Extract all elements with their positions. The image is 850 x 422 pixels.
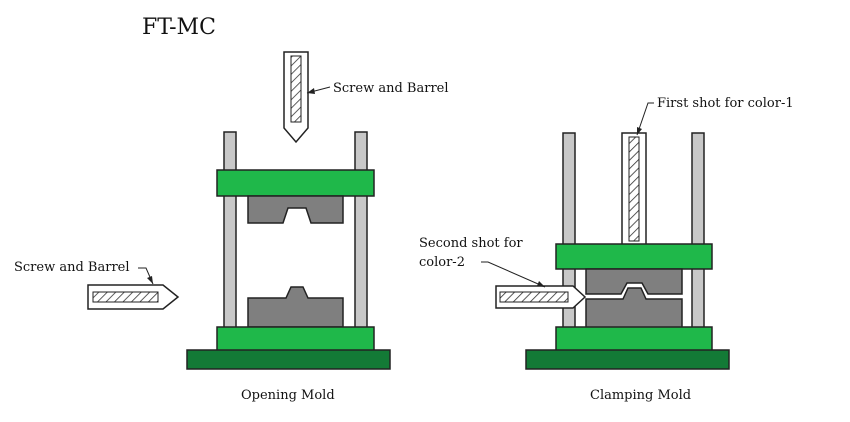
top-platen	[216, 169, 375, 197]
upper-mold-half	[247, 195, 344, 224]
leader-first-shot	[636, 102, 654, 136]
vertical-screw-barrel	[283, 51, 309, 144]
second-shot-nozzle	[495, 285, 587, 309]
first-shot-nozzle	[621, 132, 647, 246]
upper-mold-closed	[585, 268, 683, 295]
horizontal-screw-barrel	[87, 284, 180, 310]
tie-bar-left	[223, 131, 237, 329]
bottom-platen-r	[555, 326, 713, 352]
leader-second-shot	[481, 261, 546, 288]
lower-mold-half	[247, 286, 344, 328]
label-screw-top: Screw and Barrel	[333, 81, 449, 96]
caption-opening-mold: Opening Mold	[241, 388, 335, 403]
label-second-shot-line2: color-2	[419, 255, 465, 270]
top-platen-r	[555, 243, 713, 270]
clamping-mold-assembly: First shot for color-1 Second shot for c…	[419, 96, 794, 403]
caption-clamping-mold: Clamping Mold	[590, 388, 691, 403]
bottom-platen	[216, 326, 375, 352]
label-second-shot-line1: Second shot for	[419, 236, 523, 251]
diagram-title: FT-MC	[142, 15, 216, 40]
tie-bar-right-r	[691, 132, 705, 329]
machine-base-right	[525, 349, 730, 370]
label-screw-side: Screw and Barrel	[14, 260, 130, 275]
machine-base-left	[186, 349, 391, 370]
opening-mold-assembly: Screw and Barrel Screw and Barrel Openin…	[14, 51, 449, 403]
label-first-shot: First shot for color-1	[657, 96, 794, 111]
tie-bar-right	[354, 131, 368, 329]
